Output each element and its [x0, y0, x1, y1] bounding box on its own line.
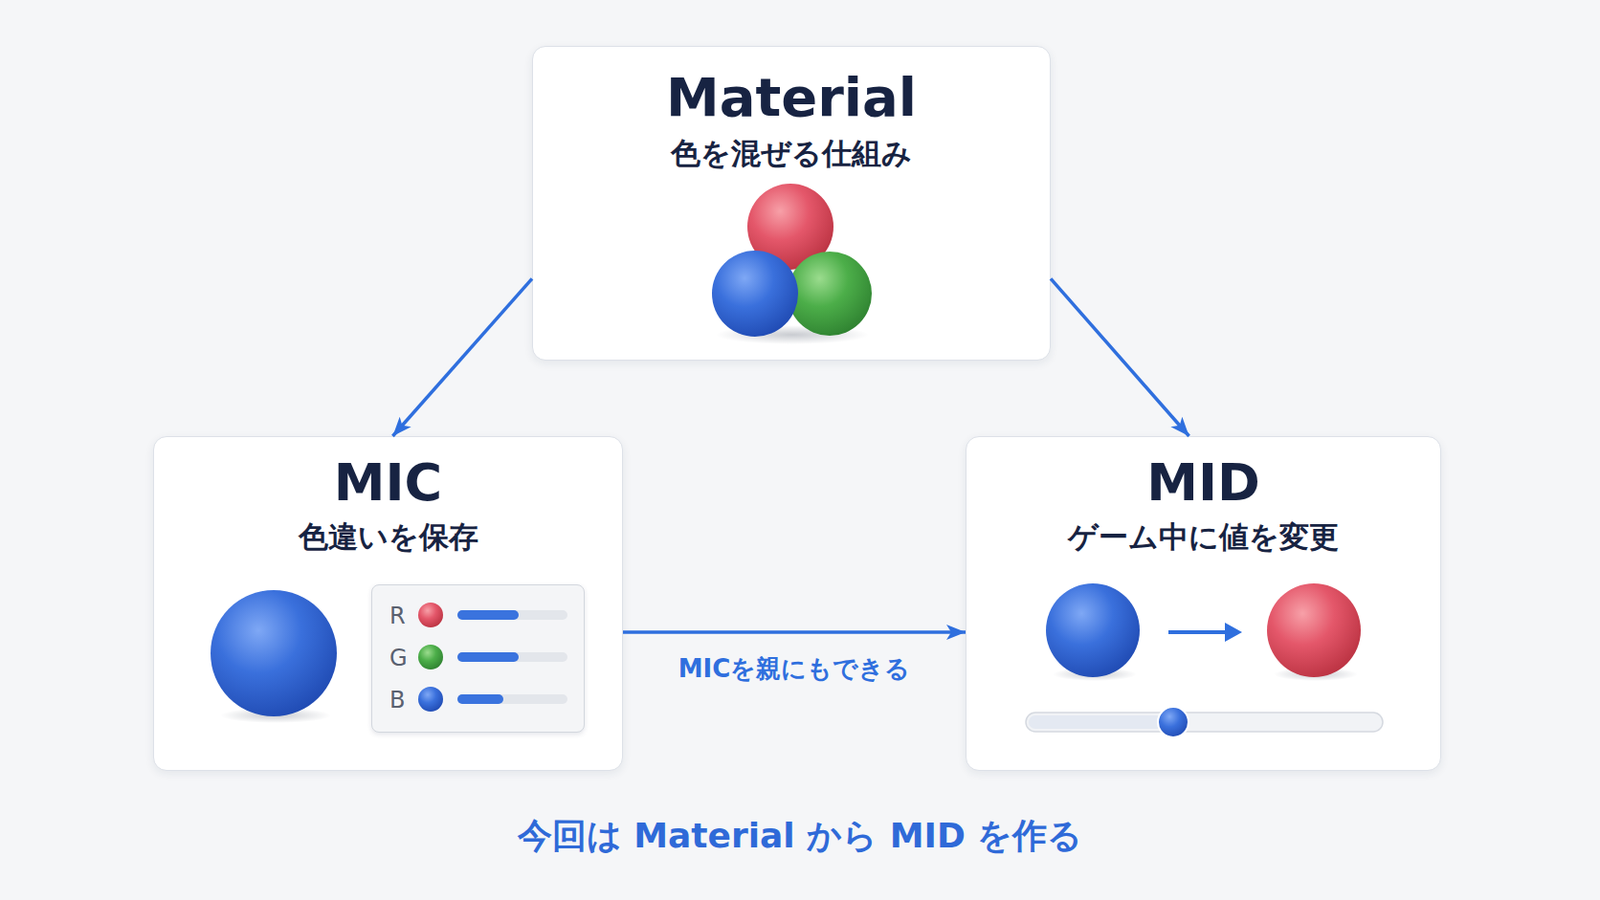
- box-subtitle: 色違いを保存: [154, 520, 623, 556]
- slider-track: [457, 694, 568, 705]
- box-subtitle: ゲーム中に値を変更: [966, 520, 1441, 556]
- value-slider-track: [1025, 712, 1383, 733]
- green-sphere: [787, 251, 872, 336]
- sphere-shadow: [1273, 667, 1358, 682]
- sphere-shadow: [715, 325, 869, 345]
- sphere-shadow: [220, 708, 332, 724]
- channel-label: R: [389, 603, 406, 631]
- slider-track: [457, 652, 568, 663]
- material-box: Material 色を混ぜる仕組み: [532, 45, 1051, 361]
- box-title: MIC: [154, 453, 623, 513]
- sphere-shadow: [1052, 667, 1137, 682]
- flow-arrow: [392, 278, 533, 437]
- color-dot: [418, 644, 444, 670]
- value-slider-fill: [1028, 715, 1174, 730]
- color-dot: [418, 602, 444, 628]
- flow-arrow: [1050, 278, 1190, 437]
- color-dot: [418, 687, 444, 712]
- red-sphere: [747, 183, 834, 270]
- edge-label: MICを親にもできる: [678, 655, 912, 685]
- slider-fill: [457, 652, 519, 663]
- red-sphere: [1266, 583, 1361, 678]
- channel-label: G: [389, 645, 408, 673]
- mic-box: MIC 色違いを保存 RGB: [153, 436, 623, 772]
- change-arrow: [1168, 630, 1227, 635]
- box-title: Material: [533, 66, 1050, 129]
- value-slider-knob: [1157, 707, 1189, 738]
- rgb-panel: RGB: [371, 584, 585, 734]
- blue-sphere: [210, 590, 337, 717]
- box-title: MID: [966, 453, 1441, 513]
- caption: 今回は Material から MID を作る: [0, 816, 1600, 856]
- blue-sphere: [1045, 583, 1140, 678]
- slider-track: [457, 610, 568, 621]
- box-subtitle: 色を混ぜる仕組み: [533, 136, 1050, 172]
- flow-arrow: [622, 630, 966, 635]
- channel-label: B: [389, 688, 405, 715]
- change-arrow-head: [1224, 622, 1243, 643]
- mid-box: MID ゲーム中に値を変更: [965, 436, 1442, 772]
- slider-fill: [457, 694, 504, 705]
- slider-fill: [457, 610, 519, 621]
- blue-sphere: [711, 250, 799, 337]
